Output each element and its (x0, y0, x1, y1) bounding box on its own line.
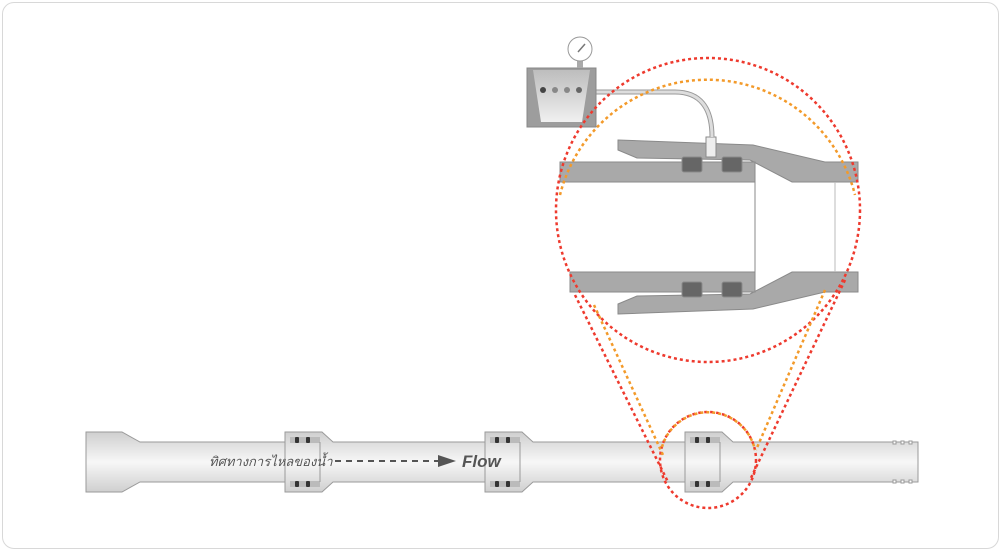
pipeline (85, 431, 919, 493)
gasket (681, 281, 703, 298)
flow-arrow-head (438, 455, 456, 467)
gasket (721, 281, 743, 298)
pressure-test-pump (526, 36, 597, 128)
detail-circle-small (658, 410, 758, 510)
spigot-bottom-wall (569, 271, 756, 293)
test-fitting (705, 136, 717, 158)
enlarged-joint-detail (559, 89, 859, 315)
callout-magnifier (554, 56, 862, 510)
gaskets (295, 437, 710, 487)
flow-label: Flow (462, 452, 502, 471)
gasket (721, 156, 743, 173)
bell-bottom (617, 271, 859, 315)
pipe-end-grooves (892, 440, 913, 484)
bell-top (617, 139, 859, 183)
gasket (681, 156, 703, 173)
flow-label-thai: ทิศทางการไหลของน้ำ (209, 452, 333, 470)
spigot-top-wall (559, 161, 756, 183)
detail-circle-large (554, 56, 862, 364)
hose (596, 89, 715, 138)
joint-3 (684, 431, 919, 493)
